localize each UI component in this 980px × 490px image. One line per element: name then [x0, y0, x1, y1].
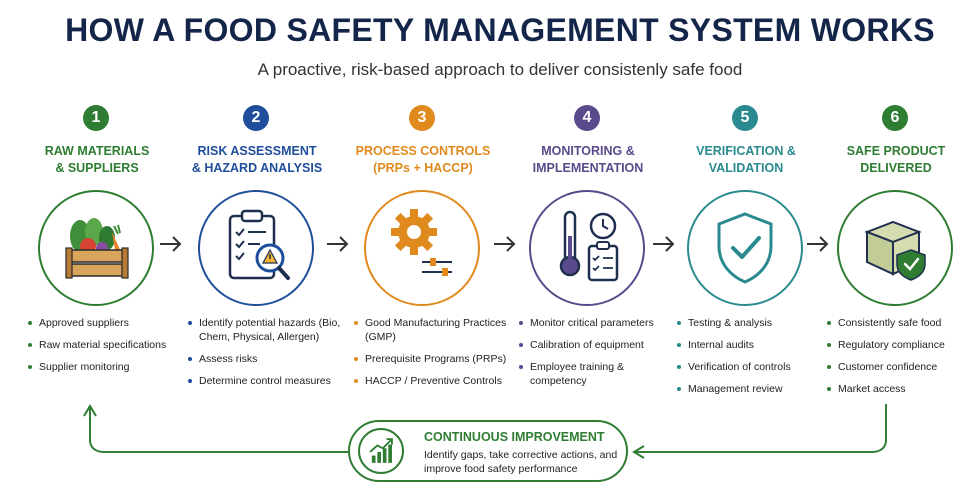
bullet-item: Good Manufacturing Practices (GMP)	[353, 316, 513, 344]
step-title: VERIFICATION &VALIDATION	[696, 144, 796, 175]
step-title: PROCESS CONTROLS(PRPs + HACCP)	[355, 144, 491, 175]
bullet-item: Monitor critical parameters	[518, 316, 678, 330]
bullet-item: Consistently safe food	[826, 316, 980, 330]
continuous-improvement-box: CONTINUOUS IMPROVEMENT Identify gaps, ta…	[348, 420, 628, 482]
shield-check-icon	[717, 212, 773, 284]
arrow-right-icon	[494, 236, 516, 252]
thermometer-clock-icon	[559, 210, 619, 282]
arrow-right-icon	[160, 236, 182, 252]
step-title: MONITORING &IMPLEMENTATION	[532, 144, 644, 175]
bullet-item: Employee training & competency	[518, 360, 678, 388]
continuous-improvement-text: Identify gaps, take corrective actions, …	[424, 449, 618, 475]
step-number: 4	[574, 105, 600, 131]
bullet-item: Market access	[826, 382, 980, 396]
bullet-item: Determine control measures	[187, 374, 347, 388]
step-bullets: Identify potential hazards (Bio, Chem, P…	[187, 316, 347, 396]
step-title: RISK ASSESSMENT& HAZARD ANALYSIS	[191, 144, 323, 175]
page-subtitle: A proactive, risk-based approach to deli…	[257, 60, 743, 79]
bullet-item: Identify potential hazards (Bio, Chem, P…	[187, 316, 347, 344]
step-icon-circle	[198, 190, 314, 306]
step-bullets: Consistently safe food Regulatory compli…	[826, 316, 980, 404]
step-bullets: Testing & analysis Internal audits Verif…	[676, 316, 836, 404]
step-number: 5	[732, 105, 758, 131]
arrow-right-icon	[653, 236, 675, 252]
arrow-right-icon	[807, 236, 829, 252]
step-icon-circle	[687, 190, 803, 306]
bullet-item: Customer confidence	[826, 360, 980, 374]
step-bullets: Good Manufacturing Practices (GMP) Prere…	[353, 316, 513, 396]
bullet-item: Management review	[676, 382, 836, 396]
bullet-item: Raw material specifications	[27, 338, 187, 352]
step-icon-circle	[529, 190, 645, 306]
continuous-improvement-title: CONTINUOUS IMPROVEMENT	[424, 430, 605, 444]
bullet-item: HACCP / Preventive Controls	[353, 374, 513, 388]
step-title: RAW MATERIALS& SUPPLIERS	[44, 144, 150, 175]
bullet-item: Testing & analysis	[676, 316, 836, 330]
bullet-item: Calibration of equipment	[518, 338, 678, 352]
bullet-item: Regulatory compliance	[826, 338, 980, 352]
page-title: HOW A FOOD SAFETY MANAGEMENT SYSTEM WORK…	[65, 12, 935, 48]
package-shield-icon	[864, 220, 926, 281]
bullet-item: Approved suppliers	[27, 316, 187, 330]
vegetable-crate-icon	[65, 218, 129, 279]
arrow-right-icon	[327, 236, 349, 252]
bullet-item: Verification of controls	[676, 360, 836, 374]
growth-chart-icon	[358, 428, 404, 474]
step-bullets: Approved suppliers Raw material specific…	[27, 316, 187, 382]
step-number: 6	[882, 105, 908, 131]
step-icon-circle	[364, 190, 480, 306]
bullet-item: Supplier monitoring	[27, 360, 187, 374]
bullet-item: Internal audits	[676, 338, 836, 352]
step-number: 2	[243, 105, 269, 131]
step-icon-circle	[837, 190, 953, 306]
step-bullets: Monitor critical parameters Calibration …	[518, 316, 678, 396]
clipboard-hazard-icon	[228, 209, 290, 280]
bullet-item: Assess risks	[187, 352, 347, 366]
step-number: 1	[83, 105, 109, 131]
step-icon-circle	[38, 190, 154, 306]
bullet-item: Prerequisite Programs (PRPs)	[353, 352, 513, 366]
gear-controls-icon	[391, 209, 452, 276]
step-number: 3	[409, 105, 435, 131]
